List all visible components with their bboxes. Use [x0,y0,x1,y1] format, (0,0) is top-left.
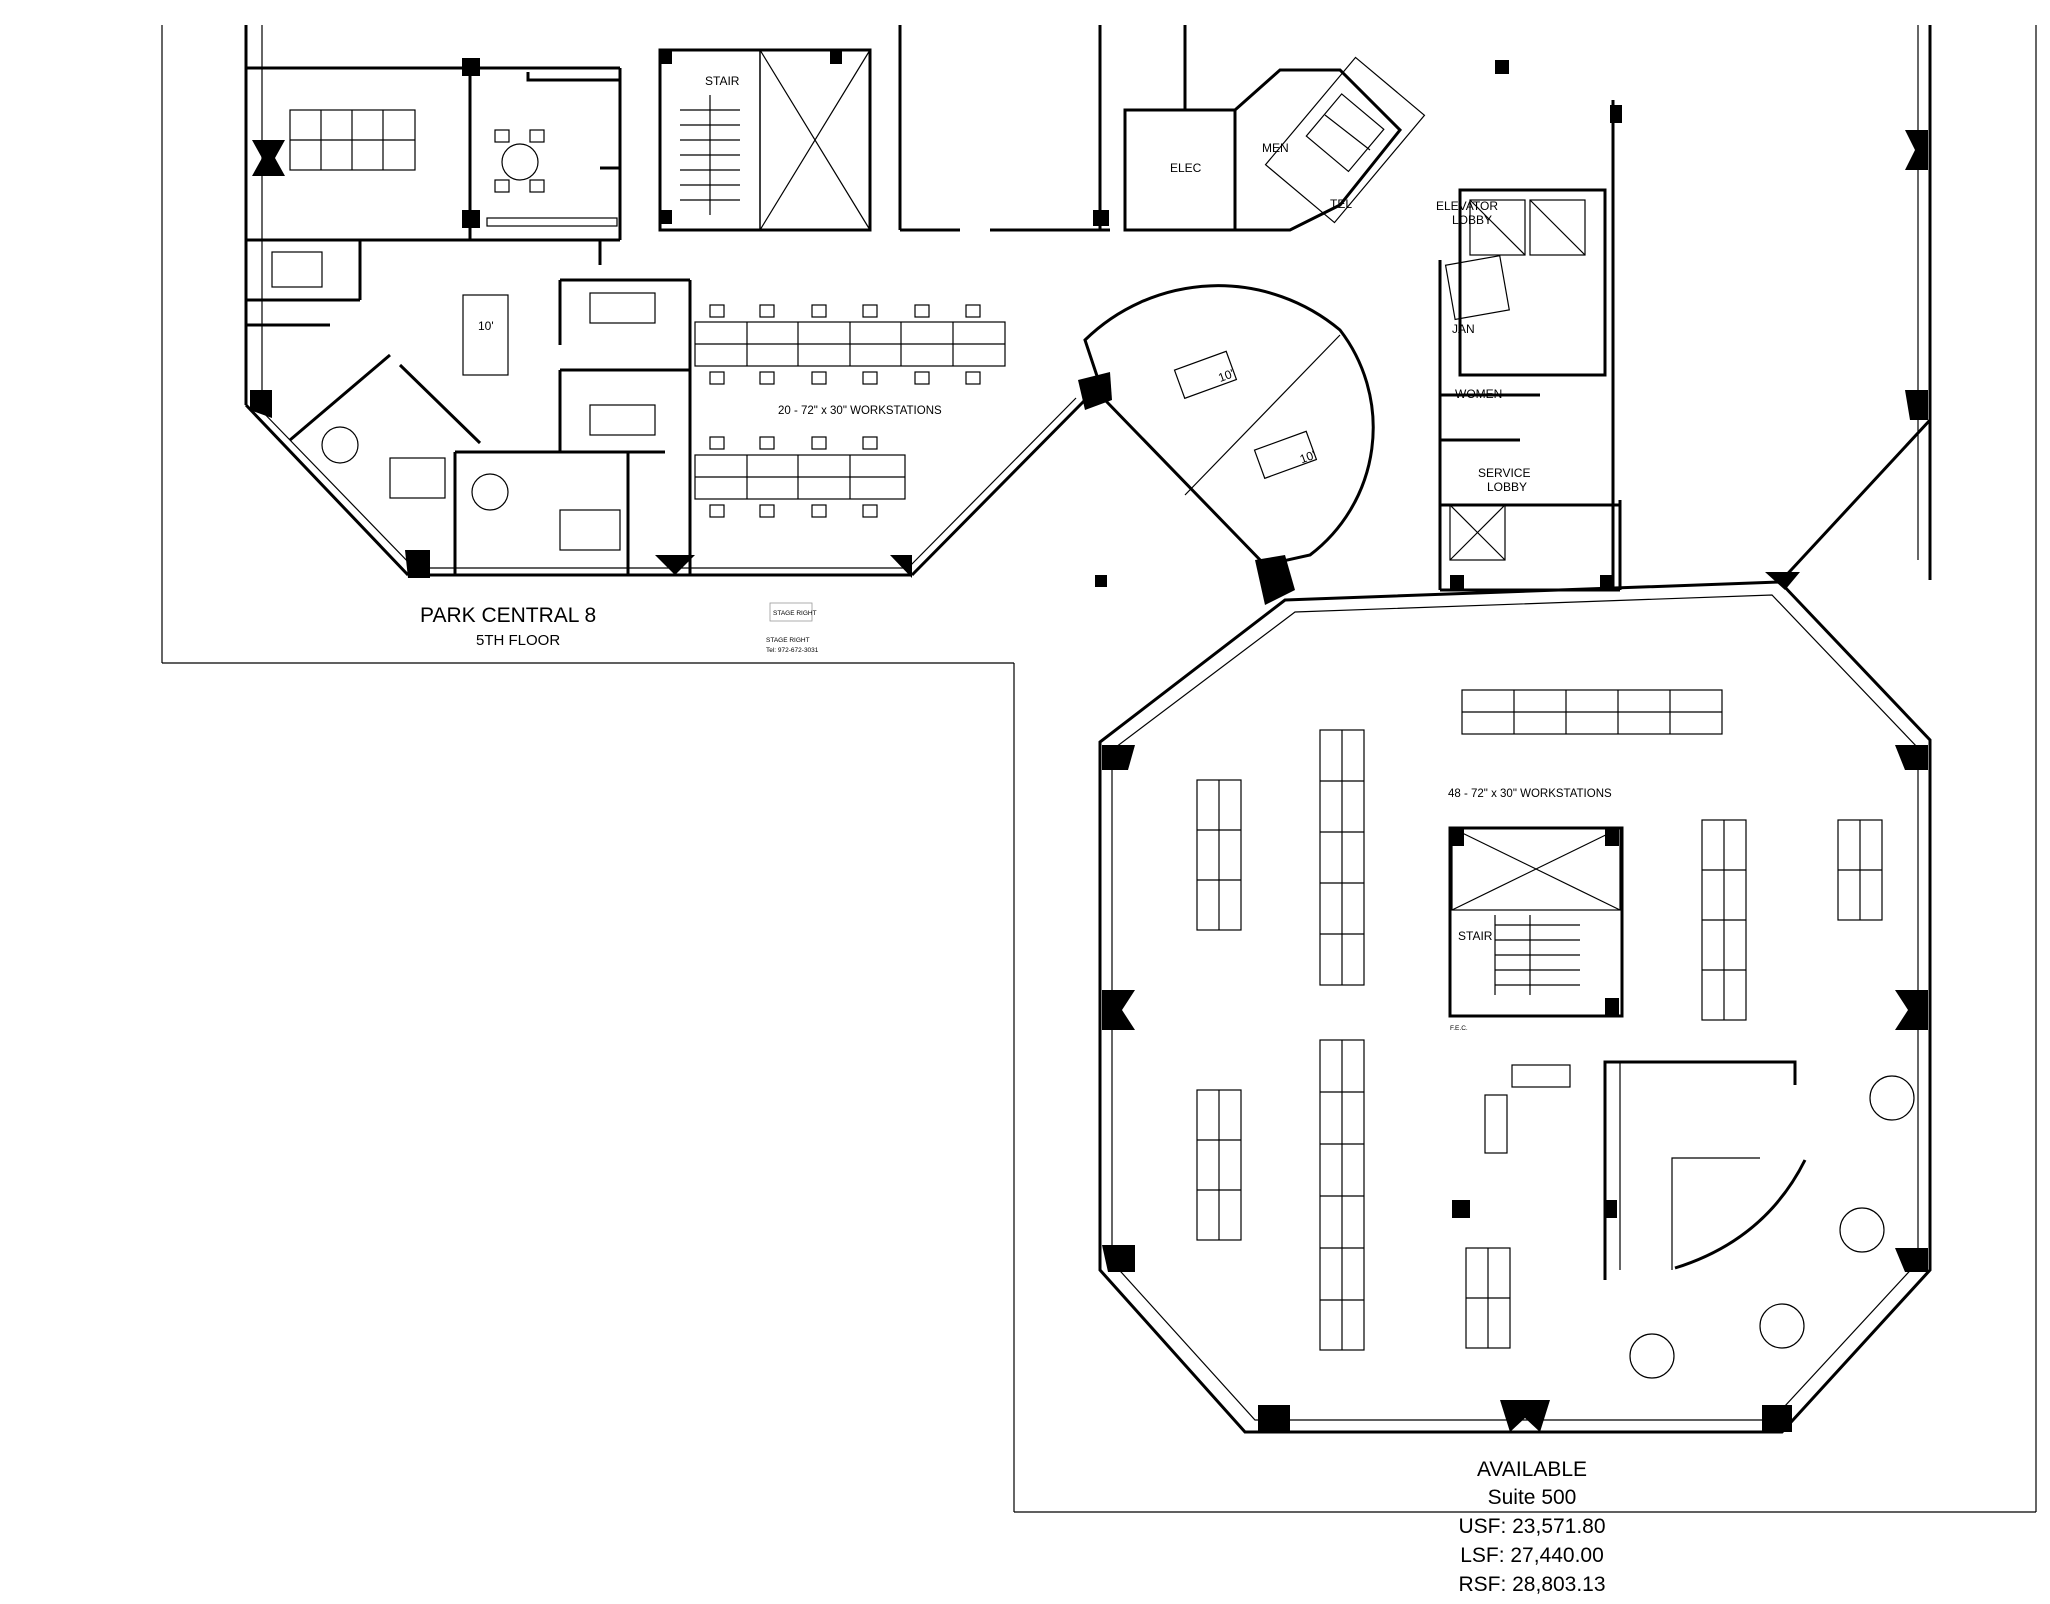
suite-status: AVAILABLE [1477,1458,1587,1481]
logo-company: STAGE RIGHT [766,637,810,644]
tel-label: TEL [1330,197,1352,211]
men-label: MEN [1262,141,1289,155]
stair-treads-top [680,95,740,215]
elec-label: ELEC [1170,161,1202,175]
suite-info: AVAILABLE Suite 500 USF: 23,571.80 LSF: … [1458,1458,1605,1596]
suite-usf: USF: 23,571.80 [1458,1515,1605,1538]
logo-mark: STAGE RIGHT [773,610,817,617]
conf-table-label-c: 10' [1298,448,1317,467]
suite-500-workstations [1196,689,1915,1379]
logo-phone: Tel: 972-672-3031 [766,647,819,654]
conf-table-label-a: 10' [478,319,494,333]
suite-lsf: LSF: 27,440.00 [1460,1544,1604,1567]
conf-table-label-b: 10' [1216,366,1235,385]
round-conference [1083,284,1375,605]
jan-label: JAN [1452,322,1475,336]
building-name: PARK CENTRAL 8 [420,604,596,627]
chairs-upper [709,304,981,518]
room-labels: STAIR ELEC MEN TEL ELEVATOR LOBBY JAN WO… [705,74,1530,1032]
stair-treads-bottom [1495,924,1580,986]
upper-suite-furniture [271,109,1006,551]
title-block: PARK CENTRAL 8 5TH FLOOR [420,604,596,649]
suite-500-walls [1098,25,1932,1434]
building-core [1095,56,1622,592]
stair-bottom-label: STAIR [1458,929,1493,943]
service-lobby-label-1: SERVICE [1478,466,1530,480]
table-labels: 10' 10' 10' [478,319,1317,466]
suite-500-columns [1102,130,1928,1432]
upper-workstations-note: 20 - 72" x 30" WORKSTATIONS [778,405,942,417]
lower-workstations-note: 48 - 72" x 30" WORKSTATIONS [1448,788,1612,800]
suite-name: Suite 500 [1488,1486,1577,1509]
elevator-lobby-label-1: ELEVATOR [1436,199,1498,213]
upper-suite-walls [244,25,1187,577]
elevator-lobby-label-2: LOBBY [1452,213,1492,227]
suite-rsf: RSF: 28,803.13 [1458,1573,1605,1596]
workstation-notes: 20 - 72" x 30" WORKSTATIONS 48 - 72" x 3… [778,405,1612,800]
stair-top-label: STAIR [705,74,740,88]
fec-label: F.E.C. [1450,1025,1468,1032]
service-lobby-label-2: LOBBY [1487,480,1527,494]
women-label: WOMEN [1455,387,1502,401]
upper-columns [250,58,1112,578]
floor-label: 5TH FLOOR [476,632,560,649]
sheet-frame [161,25,2037,1513]
stage-right-logo: STAGE RIGHT STAGE RIGHT Tel: 972-672-303… [766,602,819,654]
